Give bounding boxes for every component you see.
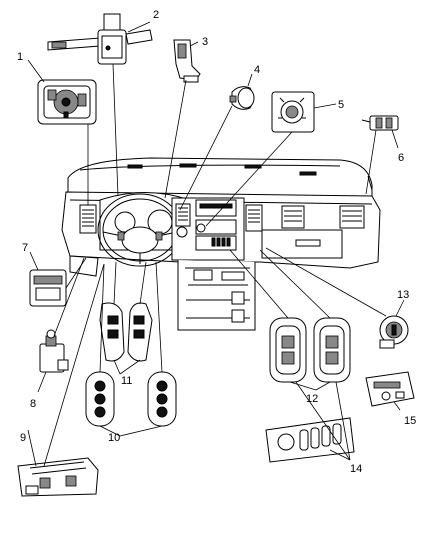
callout-6: 6 [398, 152, 404, 164]
part-seat-heater-switches [269, 317, 351, 383]
callout-labels: 1 2 3 4 5 6 7 8 9 10 11 12 13 14 15 [17, 9, 416, 475]
callout-8: 8 [30, 398, 36, 410]
callout-14: 14 [350, 463, 362, 475]
leader-lines [27, 21, 405, 467]
callout-9: 9 [20, 432, 26, 444]
callout-2: 2 [153, 9, 159, 21]
defrost-vents [127, 163, 317, 176]
part-brake-lamp-switch [39, 329, 69, 373]
callout-4: 4 [254, 64, 260, 76]
part-speed-control-switches [99, 302, 153, 362]
right-vent [339, 205, 365, 229]
left-vent [79, 204, 97, 234]
part-heater-control [271, 91, 315, 133]
center-stack [171, 197, 263, 261]
part-lock-cylinder [379, 315, 409, 349]
part-connector [361, 115, 399, 131]
part-lower-bracket [17, 457, 99, 497]
callout-3: 3 [202, 36, 208, 48]
floor-console [177, 260, 256, 331]
callout-1: 1 [17, 51, 23, 63]
part-headlamp-switch [37, 79, 97, 125]
callout-5: 5 [338, 99, 344, 111]
center-right-vent [281, 205, 305, 229]
callout-11: 11 [121, 375, 132, 387]
instrument-panel [61, 157, 381, 331]
part-ignition-switch [173, 39, 201, 83]
part-multifunction-switch [47, 13, 153, 65]
part-adjustable-pedal-switch [29, 269, 67, 307]
callout-12: 12 [306, 393, 318, 405]
callout-15: 15 [404, 415, 416, 427]
callout-7: 7 [22, 242, 28, 254]
callout-10: 10 [108, 432, 120, 444]
callout-13: 13 [397, 289, 409, 301]
part-steering-wheel-switches-lower [85, 371, 177, 427]
part-control-module [365, 371, 415, 407]
part-control-knob [229, 86, 255, 110]
